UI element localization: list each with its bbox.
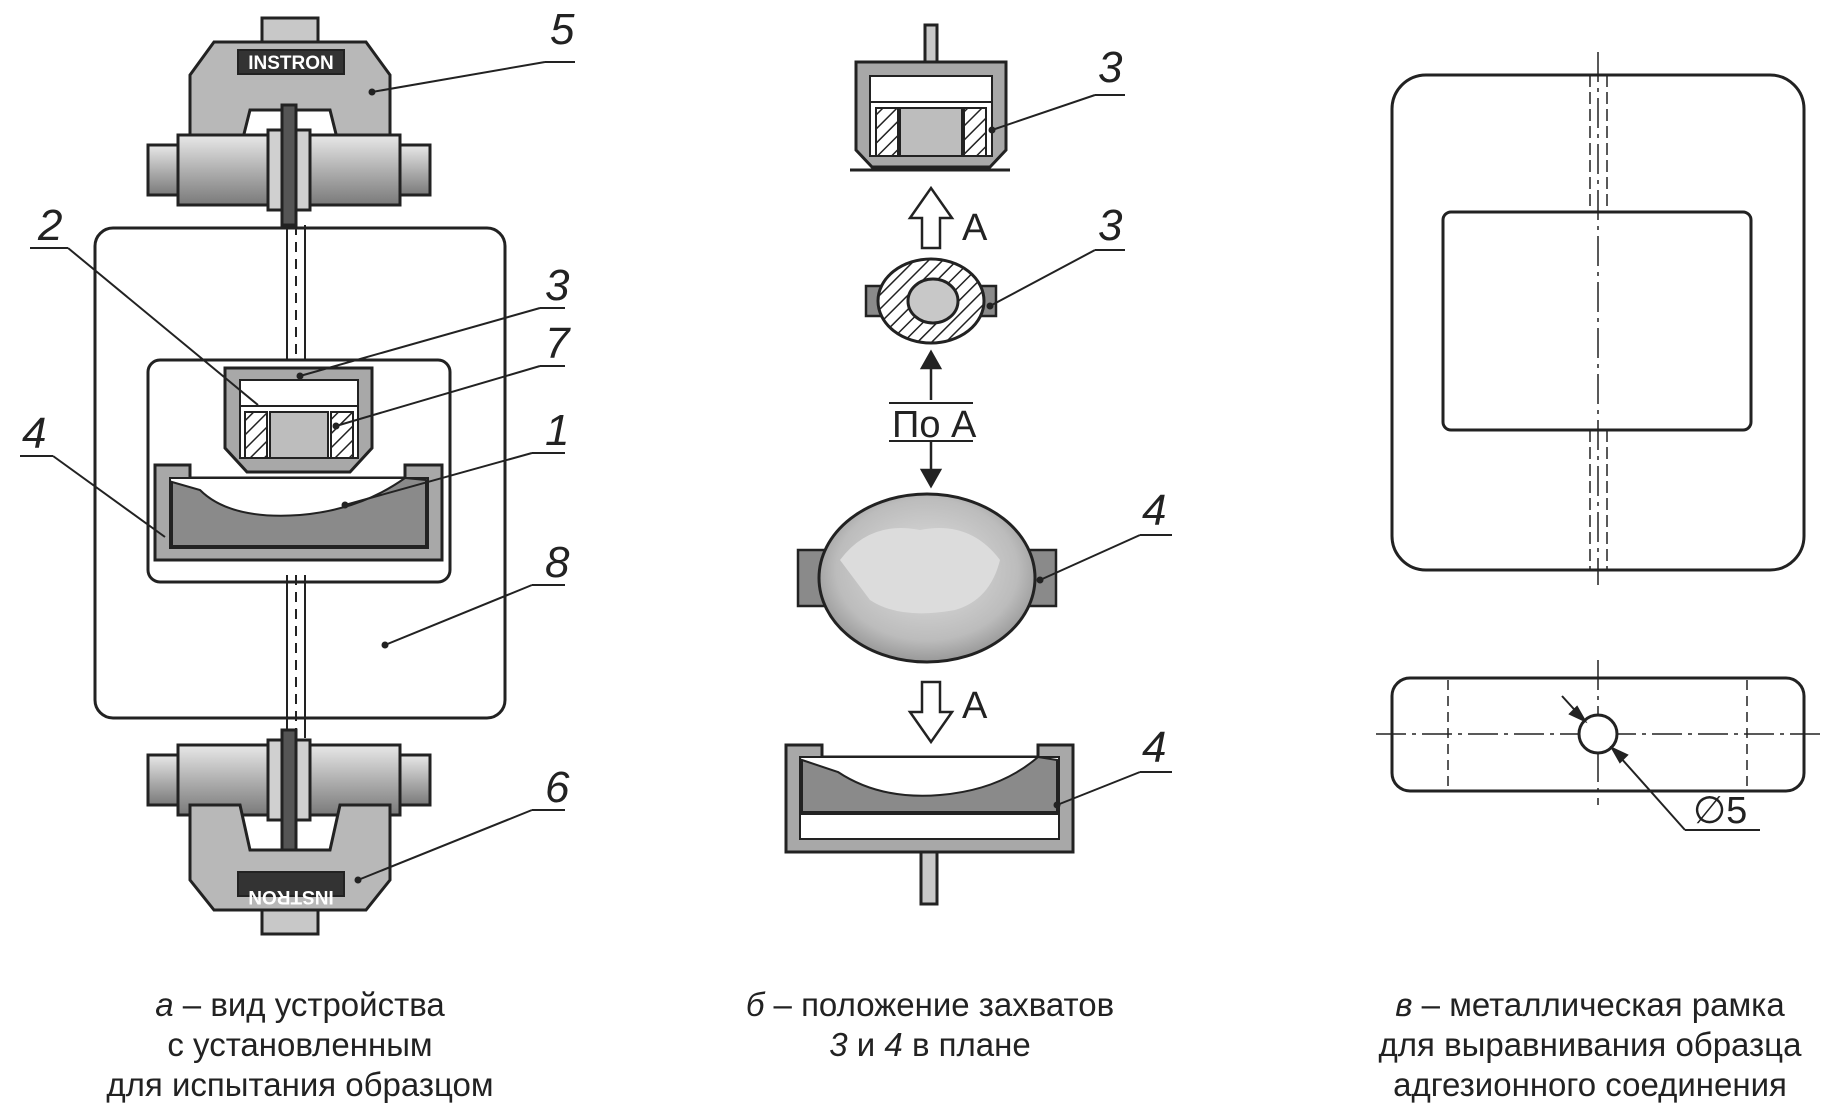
specimen-plan-view [796,492,1058,664]
leader-lines-a [20,61,575,881]
leader-dots-a [296,88,389,884]
arrow-up-a: A [907,185,988,250]
label-8: 8 [545,538,570,587]
caption-b-n4: 4 [884,1026,903,1063]
diameter-dimension [1561,695,1760,831]
leader-lines-b [989,94,1172,806]
panel-a-device-view: INSTRON [20,5,575,936]
caption-b: б – положение захватов 3 и 4 в плане [660,985,1200,1065]
label-4: 4 [22,409,46,458]
bottom-grip-6: INSTRON [146,728,432,936]
label-3: 3 [545,261,570,310]
grip-4-section [784,743,1075,906]
top-grip-5: INSTRON [146,16,432,227]
caption-b-and: и [847,1026,885,1063]
frame-8 [93,226,507,720]
view-indicator [889,349,973,489]
frame-side-view [1376,660,1822,805]
label-b-3-top: 3 [1098,43,1123,92]
arrow-down-a: A [907,680,988,745]
diameter-label: ∅5 [1693,790,1747,832]
instron-logo-top: INSTRON [248,53,334,74]
grip-3-cup [223,366,374,474]
caption-a-line3: для испытания образцом [106,1066,494,1103]
inner-housing [146,358,452,584]
view-label: По А [892,404,977,446]
caption-c: в – металлическая рамка для выравнивания… [1340,985,1840,1105]
frame-top-view [1390,52,1806,585]
instron-logo-bottom: INSTRON [248,886,334,907]
label-1: 1 [545,406,569,455]
label-b-4-bot: 4 [1142,723,1166,772]
caption-c-line3: адгезионного соединения [1393,1066,1787,1103]
label-b-3-mid: 3 [1098,201,1123,250]
caption-b-line2: в плане [902,1026,1031,1063]
label-b-4-mid: 4 [1142,486,1166,535]
arrow-top-label: A [962,207,988,249]
panel-b-grip-positions: A По А A [784,23,1172,906]
caption-c-line1: – металлическая рамка [1412,986,1785,1023]
panel-c-metal-frame: ∅5 [1376,52,1822,832]
connecting-rods [286,225,306,738]
caption-b-n3: 3 [829,1026,848,1063]
caption-b-letter: б [745,986,765,1023]
caption-a-line2: с установленным [167,1026,433,1063]
caption-c-letter: в [1395,986,1413,1023]
caption-b-line1: – положение захватов [764,986,1115,1023]
caption-c-line2: для выравнивания образца [1378,1026,1802,1063]
grip-3-section [850,23,1010,172]
label-5: 5 [550,5,575,54]
label-7: 7 [545,319,571,368]
label-2: 2 [37,201,62,250]
caption-a-letter: а [155,986,174,1023]
caption-a: а – вид устройства с установленным для и… [40,985,560,1105]
grip-3-plan-view [864,257,998,345]
label-6: 6 [545,763,570,812]
caption-a-line1: – вид устройства [173,986,445,1023]
arrow-bottom-label: A [962,685,988,727]
leader-dots-b [986,126,1061,809]
grip-4-tray [153,463,444,562]
